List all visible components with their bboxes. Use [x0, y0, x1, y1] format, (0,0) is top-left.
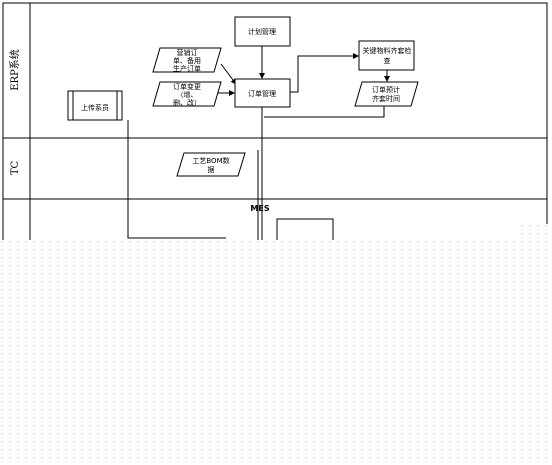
- lane-label-erp: ERP系统: [8, 49, 21, 91]
- process-order-management: 订单管理: [234, 78, 291, 108]
- data-process-bom: 工艺BOM数 据: [176, 152, 246, 177]
- svg-text:订单变更: 订单变更: [173, 82, 201, 91]
- svg-text:关键物料齐套检: 关键物料齐套检: [363, 46, 412, 55]
- process-key-material-check: 关键物料齐套检 查: [358, 40, 415, 71]
- mes-label: MES: [250, 204, 269, 213]
- svg-text:生产订单: 生产订单: [173, 64, 201, 73]
- connectors: [127, 46, 390, 240]
- lane-label-tc: TC: [10, 160, 21, 175]
- svg-text:（增、: （增、: [177, 90, 198, 99]
- svg-text:上传系员: 上传系员: [81, 103, 109, 112]
- data-order-change: 订单变更 （增、 删、改）: [152, 81, 222, 107]
- canvas-handle: [233, 232, 239, 237]
- svg-text:订单管理: 订单管理: [248, 89, 276, 98]
- svg-text:齐套时间: 齐套时间: [372, 94, 400, 103]
- svg-text:单、备用: 单、备用: [173, 56, 201, 65]
- svg-text:据: 据: [208, 165, 215, 174]
- data-sales-orders: 营销订 单、备用 生产订单: [152, 47, 222, 73]
- process-left-document: 上传系员: [67, 90, 123, 121]
- svg-text:营销订: 营销订: [177, 48, 198, 57]
- svg-text:删、改）: 删、改）: [173, 98, 201, 107]
- process-plan-management: 计划管理: [234, 16, 291, 47]
- svg-text:查: 查: [384, 56, 391, 65]
- svg-text:计划管理: 计划管理: [248, 27, 276, 36]
- svg-text:工艺BOM数: 工艺BOM数: [192, 156, 229, 165]
- svg-text:订单预计: 订单预计: [372, 85, 400, 94]
- data-order-estimated-time: 订单预计 齐套时间: [354, 81, 419, 107]
